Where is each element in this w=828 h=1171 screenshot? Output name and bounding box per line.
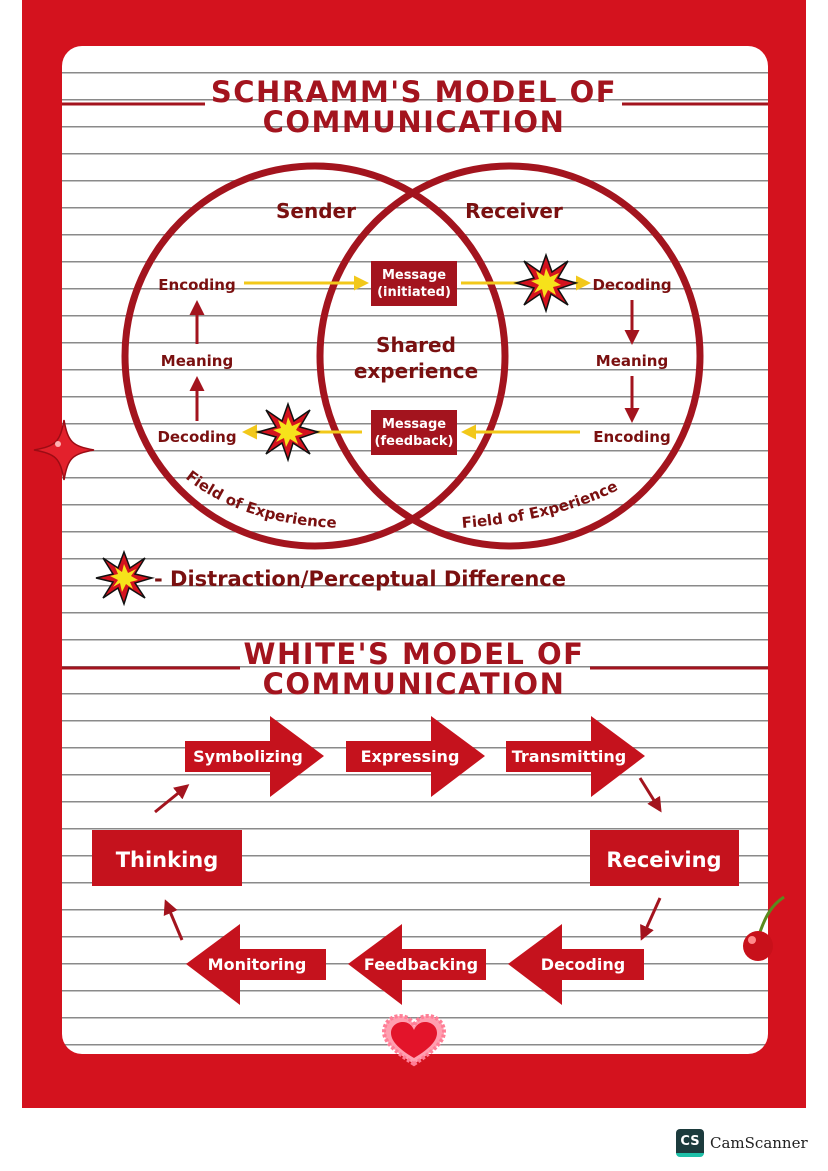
receiving-box [590,830,739,886]
white-title: WHITE'S MODEL OF COMMUNICATION [62,637,768,701]
expressing-arrow [346,716,485,797]
message-feedback-line2: (feedback) [375,434,454,449]
white-title-line1: WHITE'S MODEL OF [244,637,585,671]
shared-experience-line2: experience [354,359,478,383]
heart-icon [381,1013,447,1067]
left-meaning-label: Meaning [161,352,233,370]
camscanner-watermark: CS CamScanner [676,1128,816,1158]
right-encoding-label: Encoding [593,428,670,446]
thinking-box [92,830,242,886]
arrow-receiving-to-decoding [640,897,662,941]
right-decoding-label: Decoding [592,276,671,294]
cherry-icon [743,895,785,961]
transmitting-label: Transmitting [512,747,627,766]
right-meaning-label: Meaning [596,352,668,370]
receiver-circle [316,162,704,550]
message-initiated-box [371,261,457,306]
camscanner-logo-icon: CS [676,1129,704,1157]
symbolizing-arrow [185,716,324,797]
left-decoding-label: Decoding [157,428,236,446]
shared-experience-line1: Shared [376,333,456,357]
left-encoding-label: Encoding [158,276,235,294]
message-initiated-line1: Message [382,268,446,283]
expressing-label: Expressing [361,747,460,766]
sender-label: Sender [276,199,356,223]
feedbacking-label: Feedbacking [364,955,478,974]
decoding-arrow [508,924,644,1005]
monitoring-arrow [186,924,326,1005]
camscanner-text: CamScanner [710,1134,808,1152]
schramm-title-line1: SCHRAMM'S MODEL OF [211,75,617,109]
message-initiated-line2: (initiated) [377,285,451,300]
sender-circle [121,162,509,550]
receiving-label: Receiving [606,848,721,872]
receiver-label: Receiver [465,199,563,223]
thinking-label: Thinking [116,848,219,872]
arrow-thinking-to-symbolizing [154,784,190,814]
sparkle-star-icon [33,419,95,481]
schramm-title-line2: COMMUNICATION [263,105,566,139]
message-feedback-line1: Message [382,417,446,432]
legend-burst-icon [95,549,155,607]
message-feedback-box [371,410,457,455]
arrow-transmitting-to-receiving [638,777,662,813]
symbolizing-label: Symbolizing [193,747,303,766]
distraction-burst-right [513,252,579,314]
field-of-experience-left: Field of Experience [183,467,338,532]
white-title-line2: COMMUNICATION [263,667,566,701]
decoding-label: Decoding [541,955,625,974]
transmitting-arrow [506,716,645,797]
schramm-title: SCHRAMM'S MODEL OF COMMUNICATION [62,75,768,139]
legend-label: - Distraction/Perceptual Difference [154,567,566,591]
distraction-burst-left [255,401,321,463]
monitoring-label: Monitoring [208,955,307,974]
arrow-monitoring-to-thinking [163,899,184,941]
feedbacking-arrow [348,924,486,1005]
